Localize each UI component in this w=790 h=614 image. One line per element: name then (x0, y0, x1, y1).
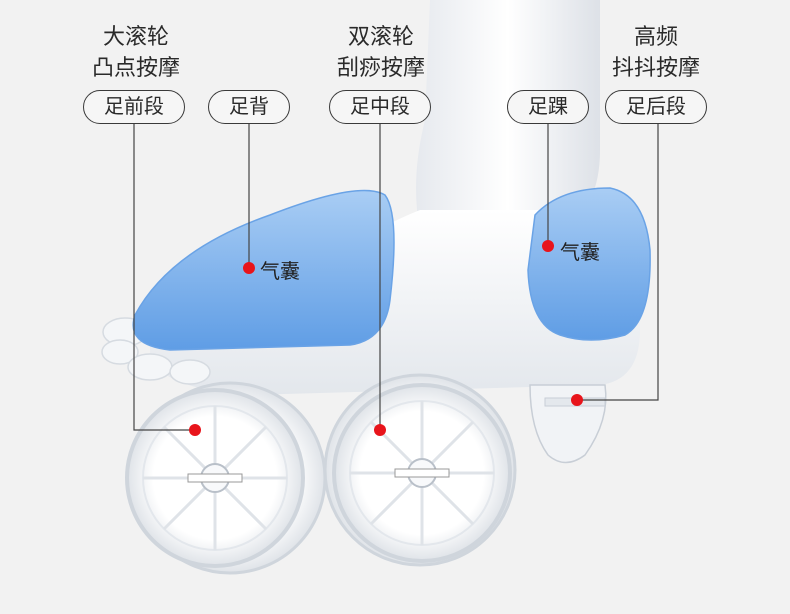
forefoot-marker (189, 424, 201, 436)
double-roller-heading-line2: 刮痧按摩 (333, 53, 429, 84)
big-roller-heading: 大滚轮 凸点按摩 (88, 22, 184, 84)
big-roller (127, 390, 303, 566)
double-roller-heading: 双滚轮 刮痧按摩 (333, 22, 429, 84)
heel-vibration-unit (530, 385, 606, 463)
forefoot-zone-label: 足前段 (83, 90, 185, 124)
midfoot-marker (374, 424, 386, 436)
big-roller-heading-line2: 凸点按摩 (88, 53, 184, 84)
front-airbag-label: 气囊 (260, 255, 300, 284)
ankle-marker (542, 240, 554, 252)
midfoot-zone-label: 足中段 (329, 90, 431, 124)
instep-zone-label: 足背 (208, 90, 290, 124)
heel-zone-label: 足后段 (605, 90, 707, 124)
double-roller-heading-line1: 双滚轮 (333, 22, 429, 53)
heel-marker (571, 394, 583, 406)
high-freq-heading-line2: 抖抖按摩 (608, 53, 704, 84)
high-freq-heading: 高频 抖抖按摩 (608, 22, 704, 84)
big-roller-heading-line1: 大滚轮 (88, 22, 184, 53)
high-freq-heading-line1: 高频 (608, 22, 704, 53)
double-roller (334, 385, 510, 561)
instep-marker (243, 262, 255, 274)
rear-airbag-label: 气囊 (560, 236, 600, 265)
ankle-zone-label: 足踝 (507, 90, 589, 124)
